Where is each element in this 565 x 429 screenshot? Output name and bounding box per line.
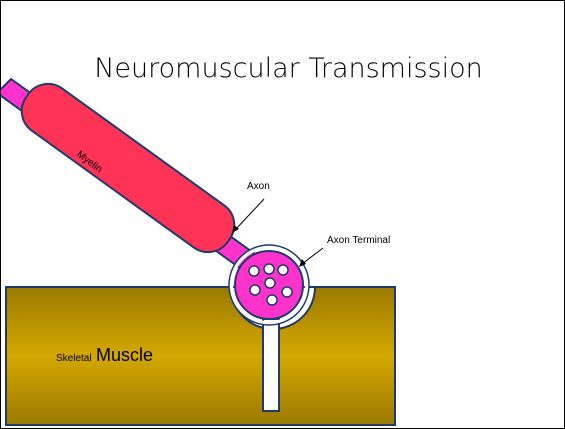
skeletal-word: Skeletal — [56, 353, 92, 364]
skeletal-muscle-label: Skeletal Muscle — [56, 345, 153, 366]
t-tubule — [263, 319, 279, 411]
axon-terminal-label: Axon Terminal — [327, 235, 390, 246]
vesicle — [250, 285, 260, 295]
terminal-arrow-line — [302, 248, 323, 264]
myelin-sheath — [12, 74, 244, 261]
muscle-word: Muscle — [96, 345, 153, 365]
axon-arrow-line — [235, 199, 264, 230]
vesicle — [265, 278, 275, 288]
vesicle — [278, 265, 288, 275]
vesicle — [249, 266, 259, 276]
axon-label: Axon — [247, 181, 270, 192]
vesicle — [264, 264, 274, 274]
vesicle — [282, 287, 292, 297]
vesicle — [267, 295, 277, 305]
